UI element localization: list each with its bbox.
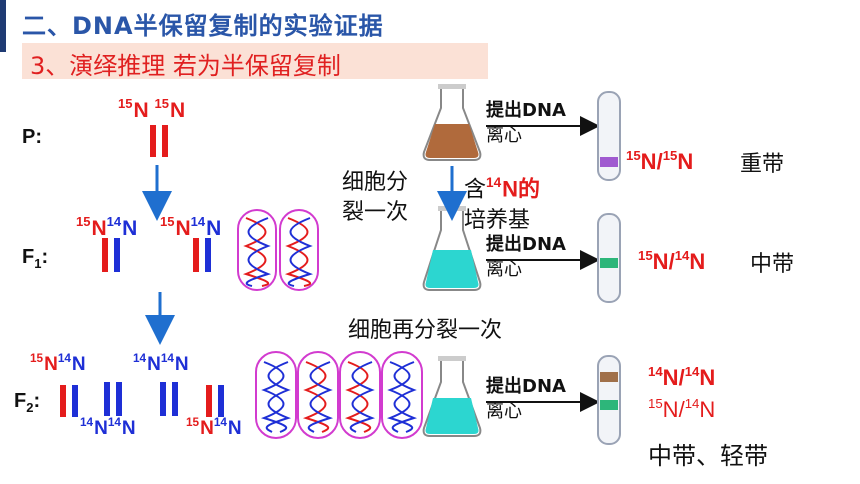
f1-strand-2a — [193, 238, 199, 272]
f2-strand-4b — [218, 385, 224, 417]
page-title: 二、DNA半保留复制的实验证据 — [22, 12, 384, 40]
f2-strand-2a — [104, 382, 110, 416]
band-middle-f2 — [600, 400, 618, 410]
f1-helix-1-red — [242, 217, 270, 287]
flask-f1 — [422, 206, 482, 291]
f1-helix-2-red — [284, 217, 312, 287]
f2-helix-group — [255, 351, 423, 439]
f2-strand-label-3: 14N14N — [80, 416, 136, 440]
f2-strand-3b — [172, 382, 178, 416]
generation-label-f2: F2: — [14, 390, 41, 415]
f1-strand-1a — [102, 238, 108, 272]
accent-bar — [0, 0, 6, 52]
f2-strand-2b — [116, 382, 122, 416]
step-medium: 含14N的 培养基 — [464, 175, 541, 233]
f2-strand-1a — [60, 385, 66, 417]
section-subtitle: 3、演绎推理 若为半保留复制 — [30, 52, 341, 80]
flask-f2 — [422, 356, 482, 437]
f1-helix-frame-2 — [279, 209, 319, 291]
f1-helix-frame-1 — [237, 209, 277, 291]
band-label-heavy: 15N/15N — [626, 148, 694, 175]
band-heavy — [600, 157, 618, 167]
flask-p — [422, 84, 482, 161]
f1-strand-1b — [114, 238, 120, 272]
f2-strand-4a — [206, 385, 212, 417]
f1-strand-2b — [205, 238, 211, 272]
f1-helix-1-blue — [245, 217, 272, 287]
f2-strand-1b — [72, 385, 78, 417]
f2-strand-label-4: 15N14N — [186, 416, 242, 440]
band-middle — [600, 258, 618, 268]
p-strand-heavy-1 — [150, 125, 156, 157]
p-strand-heavy-2 — [162, 125, 168, 157]
band-name-heavy: 重带 — [740, 152, 785, 177]
tube-f1 — [597, 213, 621, 303]
step-divide-again: 细胞再分裂一次 — [348, 318, 503, 343]
f2-strand-label-1: 15N14N — [30, 352, 86, 376]
generation-label-p: P: — [22, 126, 42, 148]
step-divide-once: 细胞分裂一次 — [342, 170, 409, 225]
f1-helix-group — [237, 209, 319, 291]
subtitle-background — [22, 43, 488, 79]
band-name-middle: 中带 — [750, 252, 795, 277]
generation-label-f1: F1: — [22, 246, 49, 271]
band-name-middle-light: 中带、轻带 — [648, 442, 768, 470]
tube-f2 — [597, 355, 621, 445]
f1-strand-label-1: 15N14N — [76, 214, 138, 241]
f1-helix-2-blue — [287, 217, 314, 287]
f2-strand-label-2: 14N14N — [133, 352, 189, 376]
band-label-middle: 15N/14N — [638, 248, 706, 275]
band-label-middle-f2: 15N/14N — [648, 396, 716, 423]
f2-strand-3a — [160, 382, 166, 416]
band-light — [600, 372, 618, 382]
band-label-light: 14N/14N — [648, 364, 716, 391]
tube-p — [597, 91, 621, 181]
p-strand-label: 15N 15N — [118, 96, 186, 123]
